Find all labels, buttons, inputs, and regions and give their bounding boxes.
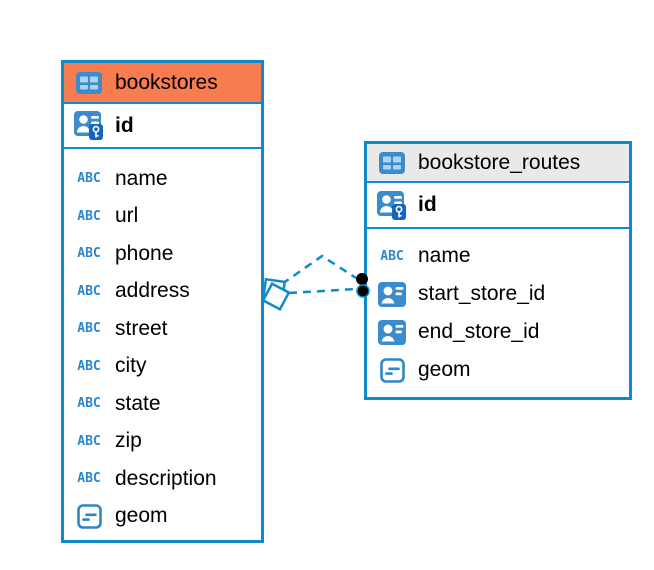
column-name: zip [115,429,142,453]
column-name: state [115,391,161,415]
column-name: url [115,204,139,228]
relationship-line-start-store-id[interactable] [281,254,357,286]
text-type-icon: ABC [380,248,404,264]
column-row-phone[interactable]: ABC phone [64,235,261,273]
column-row-description[interactable]: ABC description [64,460,261,498]
table-header-bookstores[interactable]: bookstores [64,63,261,104]
column-row-name[interactable]: ABC name [64,160,261,198]
column-name: city [115,354,147,378]
column-name: id [115,113,134,137]
column-name: start_store_id [418,282,546,305]
text-type-icon: ABC [77,283,101,299]
text-type-icon: ABC [77,171,101,187]
column-row-id[interactable]: id [367,183,629,229]
geometry-type-icon [375,357,409,383]
foreign-key-icon [375,281,409,307]
column-name: id [418,193,437,216]
table-icon [375,151,409,174]
column-name: address [115,279,190,303]
text-type-icon: ABC [77,433,101,449]
column-list: ABC name start_store_id [367,229,629,389]
column-name: name [115,166,168,190]
column-row-address[interactable]: ABC address [64,273,261,311]
foreign-key-icon [375,319,409,345]
primary-key-icon [72,111,106,140]
entity-table-bookstores[interactable]: bookstores id ABC name ABC url [61,60,264,543]
text-type-icon: ABC [77,321,101,337]
relationship-diamond-marker[interactable] [261,277,291,312]
relationship-line-end-store-id[interactable] [288,287,357,295]
column-row-end-store-id[interactable]: end_store_id [367,313,629,351]
entity-table-bookstore-routes[interactable]: bookstore_routes id ABC name [364,141,632,400]
table-name: bookstore_routes [418,150,581,174]
geometry-type-icon [72,503,106,529]
column-row-start-store-id[interactable]: start_store_id [367,275,629,313]
column-name: name [418,244,471,267]
column-row-id[interactable]: id [64,104,261,149]
column-row-zip[interactable]: ABC zip [64,423,261,461]
primary-key-icon [375,190,409,220]
column-name: geom [115,504,168,528]
column-row-geom[interactable]: geom [367,351,629,389]
column-name: geom [418,358,471,381]
column-row-city[interactable]: ABC city [64,348,261,386]
table-header-bookstore-routes[interactable]: bookstore_routes [367,144,629,183]
column-name: end_store_id [418,320,540,343]
text-type-icon: ABC [77,208,101,224]
table-icon [72,71,106,94]
text-type-icon: ABC [77,246,101,262]
column-name: description [115,466,217,490]
text-type-icon: ABC [77,358,101,374]
column-row-url[interactable]: ABC url [64,198,261,236]
text-type-icon: ABC [77,396,101,412]
column-name: phone [115,241,174,265]
column-row-state[interactable]: ABC state [64,385,261,423]
column-row-name[interactable]: ABC name [367,237,629,275]
table-name: bookstores [115,70,218,94]
column-list: ABC name ABC url ABC phone ABC address A… [64,149,261,535]
column-name: street [115,316,168,340]
text-type-icon: ABC [77,471,101,487]
column-row-geom[interactable]: geom [64,498,261,536]
column-row-street[interactable]: ABC street [64,310,261,348]
